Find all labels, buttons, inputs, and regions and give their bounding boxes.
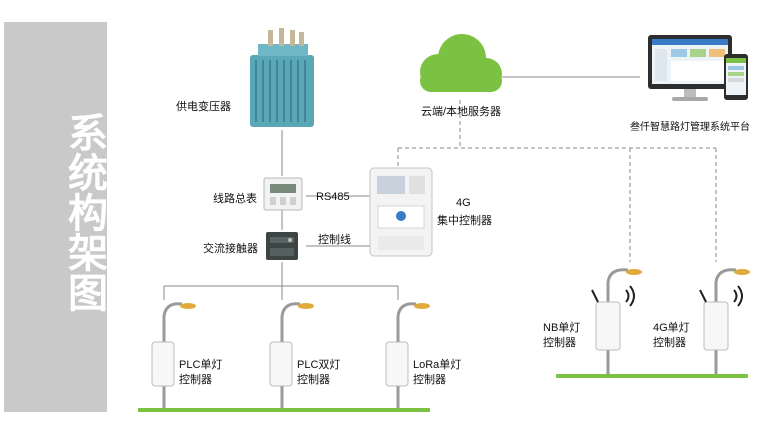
platform-label: 叁仟智慧路灯管理系统平台 [630, 122, 750, 133]
lamp-head-5 [734, 269, 750, 275]
g4-label-line1: 4G单灯 [653, 322, 690, 334]
g4-signal-icon [733, 285, 743, 307]
plc-label-line2: 控制器 [179, 374, 212, 386]
lora-label-line2: 控制器 [413, 374, 446, 386]
nb-controller-icon [595, 301, 621, 351]
plc-dual-controller-icon [269, 341, 293, 387]
cloud-label: 云端/本地服务器 [421, 106, 502, 118]
control-line-label: 控制线 [318, 234, 351, 246]
nb-antenna-icon [591, 289, 599, 303]
transformer-icon [250, 28, 314, 127]
meter-icon [263, 177, 303, 211]
concentrator-label-line2: 集中控制器 [437, 215, 492, 227]
nb-signal-icon [625, 285, 635, 307]
meter-label: 线路总表 [213, 193, 257, 205]
contactor-icon [266, 232, 298, 260]
ground-left [138, 408, 430, 412]
plc-dual-label-line2: 控制器 [297, 374, 330, 386]
lamp-head-1 [180, 303, 196, 309]
wireless-dashed-lines [397, 100, 717, 262]
lamp-head-4 [626, 269, 642, 275]
plc-label-line1: PLC单灯 [179, 359, 223, 371]
concentrator-icon [369, 167, 433, 257]
plc-dual-label-line1: PLC双灯 [297, 359, 341, 371]
cloud-icon [420, 34, 502, 92]
lamp-head-3 [414, 303, 430, 309]
transformer-label: 供电变压器 [176, 101, 231, 113]
platform-monitor-icon [648, 35, 732, 101]
diagram-title: 系统构架图 [61, 112, 107, 312]
lora-controller-icon [385, 341, 409, 387]
plc-controller-icon [151, 341, 175, 387]
nb-label-line2: 控制器 [543, 337, 576, 349]
rs485-label: RS485 [316, 191, 350, 203]
concentrator-label-line1: 4G [456, 197, 471, 209]
side-panel: 系统构架图 [4, 22, 107, 412]
lora-label-line1: LoRa单灯 [413, 359, 462, 371]
ground-right [556, 374, 748, 378]
nb-label-line1: NB单灯 [543, 322, 581, 334]
connection-lines [163, 76, 640, 300]
platform-phone-icon [724, 54, 748, 100]
g4-label-line2: 控制器 [653, 337, 686, 349]
g4-controller-icon [703, 301, 729, 351]
contactor-label: 交流接触器 [203, 243, 258, 255]
lamp-head-2 [298, 303, 314, 309]
g4-antenna-icon [699, 289, 707, 303]
